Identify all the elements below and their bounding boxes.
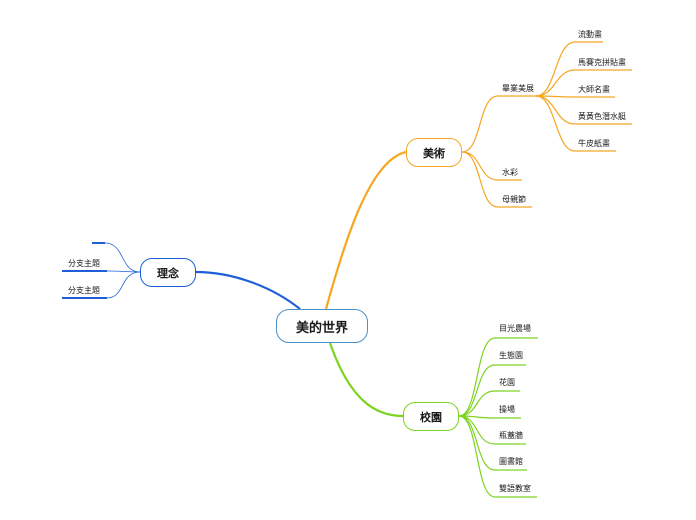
- subtopic-bottle-cap-wall[interactable]: 瓶蓋牆: [499, 431, 523, 440]
- connector-root-art: [324, 150, 407, 310]
- connector-idea-1: [104, 242, 141, 273]
- central-topic[interactable]: 美的世界: [276, 309, 368, 343]
- subtopic-idea-branch-2[interactable]: 分支主題: [68, 286, 100, 295]
- connector-exhibition-4: [535, 95, 632, 125]
- subtopic-master-painting[interactable]: 大師名畫: [578, 85, 610, 94]
- subtopic-garden[interactable]: 花園: [499, 378, 515, 387]
- subtopic-bilingual-classroom[interactable]: 雙語教室: [499, 484, 531, 493]
- connector-school-1: [458, 337, 538, 417]
- subtopic-mothers-day[interactable]: 母親節: [502, 195, 526, 204]
- topic-idea[interactable]: 理念: [140, 258, 196, 287]
- subtopic-yellow-submarine[interactable]: 黃黃色潛水艇: [578, 112, 626, 121]
- connector-exhibition-5: [535, 95, 616, 152]
- connector-school-3: [458, 390, 520, 417]
- connector-idea-3: [106, 271, 141, 299]
- connector-school-2: [458, 364, 526, 417]
- subtopic-ecology-garden[interactable]: 生態園: [499, 351, 523, 360]
- connector-exhibition-3: [535, 95, 615, 98]
- connector-art-exhibition: [461, 95, 536, 153]
- connector-root-school: [328, 342, 404, 418]
- subtopic-library[interactable]: 圖書館: [499, 457, 523, 466]
- topic-art[interactable]: 美術: [406, 138, 462, 167]
- subtopic-farm[interactable]: 目光農場: [499, 324, 531, 333]
- subtopic-mosaic-collage[interactable]: 馬賽克拼貼畫: [578, 58, 626, 67]
- subtopic-kraft-paper-painting[interactable]: 牛皮紙畫: [578, 139, 610, 148]
- connector-art-watercolor: [461, 151, 522, 181]
- connector-root-idea: [195, 270, 301, 310]
- topic-school[interactable]: 校園: [403, 402, 459, 431]
- connector-art-mothersday: [461, 151, 532, 208]
- connector-exhibition-2: [535, 69, 632, 97]
- subtopic-idea-branch-1[interactable]: 分支主題: [68, 259, 100, 268]
- subtopic-playground[interactable]: 操場: [499, 405, 515, 414]
- subtopic-flow-painting[interactable]: 流動畫: [578, 30, 602, 39]
- subtopic-watercolor[interactable]: 水彩: [502, 168, 518, 177]
- connector-exhibition-1: [535, 41, 603, 97]
- connector-school-4: [458, 415, 521, 419]
- connector-school-5: [458, 415, 526, 445]
- connector-school-7: [458, 415, 537, 498]
- subtopic-graduation-exhibition[interactable]: 畢業美展: [502, 84, 534, 93]
